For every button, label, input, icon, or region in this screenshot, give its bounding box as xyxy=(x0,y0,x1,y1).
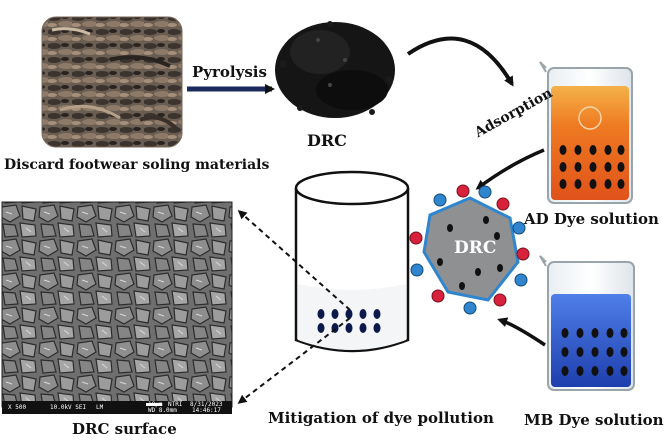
ad-dye-beaker xyxy=(539,61,633,204)
drc-particle-label: DRC xyxy=(454,238,497,258)
mb-dye-molecules xyxy=(561,328,628,376)
mb-dye-beaker xyxy=(539,255,635,391)
sem-info-bar: X 500 10.0kV SEI LM 10μm NTRI 8/31/2023 … xyxy=(6,401,230,414)
sem-mode: LM xyxy=(96,404,104,411)
drc-particle xyxy=(409,184,530,315)
adsorption-arrow xyxy=(475,148,545,190)
ad-dye-molecules xyxy=(559,145,625,189)
footwear-waste-photo xyxy=(41,16,183,148)
curved-arrow-to-ad xyxy=(406,36,514,87)
sem-lab: NTRI xyxy=(168,401,183,408)
pyrolysis-label: Pyrolysis xyxy=(192,63,267,81)
mitigation-label: Mitigation of dye pollution xyxy=(268,409,494,427)
sem-time: 14:46:17 xyxy=(192,407,221,414)
drc-granules-label: DRC xyxy=(307,131,347,150)
adsorbate-red-ions xyxy=(409,184,530,307)
ad-dye-label: AD Dye solution xyxy=(524,210,659,228)
dashed-arrow-upper xyxy=(237,210,351,311)
arrow-mb-to-drc xyxy=(497,317,546,347)
treated-water-cylinder xyxy=(294,170,410,353)
footwear-label: Discard footwear soling materials xyxy=(4,157,270,173)
sem-image xyxy=(1,201,233,414)
drc-surface-label: DRC surface xyxy=(72,420,177,438)
sem-kv: 10.0kV SEI xyxy=(50,404,87,411)
adsorbate-blue-ions xyxy=(410,185,528,315)
sem-mag: X 500 xyxy=(8,404,27,411)
sem-date: 8/31/2023 xyxy=(190,401,223,408)
drc-granules-pile xyxy=(275,21,395,118)
sem-wd: WD 8.0mm xyxy=(148,407,177,414)
mb-dye-label: MB Dye solution xyxy=(524,411,664,429)
sem-scale: 10μm xyxy=(148,401,163,408)
